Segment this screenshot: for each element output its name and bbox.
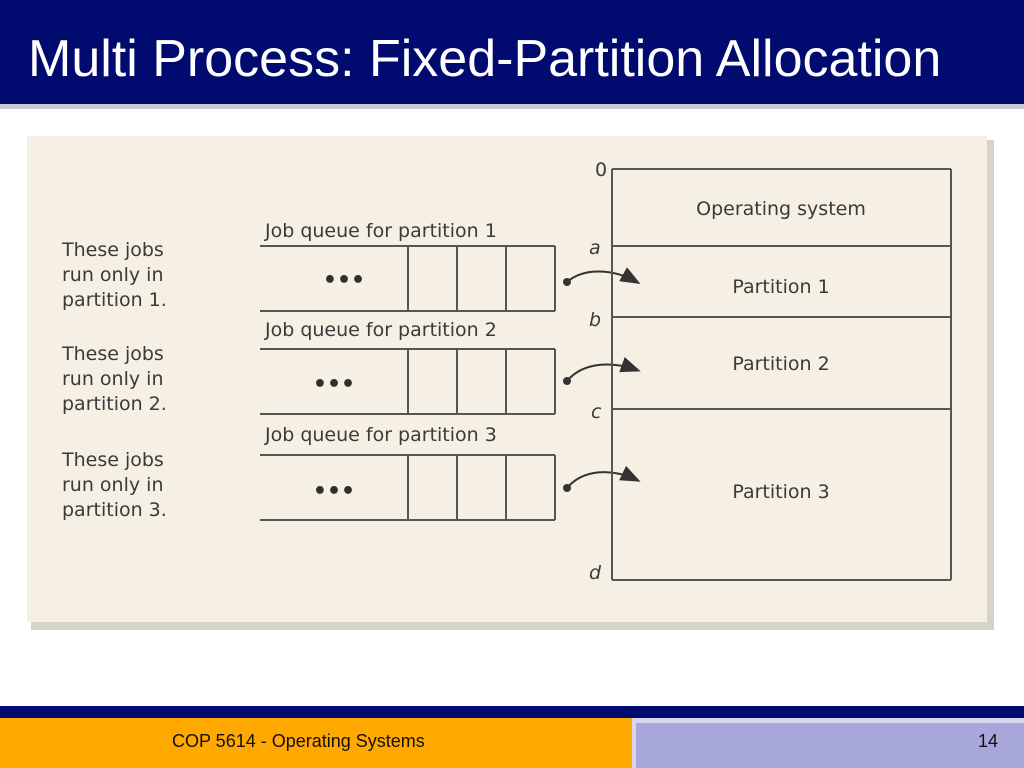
job-queue-1 xyxy=(260,245,556,312)
jobs-note-1-line-2: run only in xyxy=(62,264,164,286)
dispatch-arrow-1 xyxy=(563,267,641,286)
jobs-note-1-line-3: partition 1. xyxy=(62,289,167,311)
jobs-note-3-line-1: These jobs xyxy=(61,449,164,471)
jobs-note-2-line-3: partition 2. xyxy=(62,393,167,415)
footer-band xyxy=(0,706,1024,718)
slide-title: Multi Process: Fixed-Partition Allocatio… xyxy=(28,30,942,88)
address-b: b xyxy=(589,309,601,331)
queue-2-ellipsis: ••• xyxy=(313,372,355,397)
queue-1-label: Job queue for partition 1 xyxy=(264,220,497,242)
footer-left-panel xyxy=(0,718,632,768)
address-c: c xyxy=(591,401,602,423)
queue-3-ellipsis: ••• xyxy=(313,479,355,504)
job-queue-2 xyxy=(260,348,556,415)
jobs-note-3-line-2: run only in xyxy=(62,474,164,496)
queue-3-label: Job queue for partition 3 xyxy=(264,424,497,446)
jobs-note-3-line-3: partition 3. xyxy=(62,499,167,521)
address-a: a xyxy=(589,237,601,259)
region-partition-2: Partition 2 xyxy=(732,353,829,375)
title-bar: Multi Process: Fixed-Partition Allocatio… xyxy=(0,0,1024,104)
title-divider xyxy=(0,104,1024,109)
job-queue-3 xyxy=(260,454,556,521)
region-operating-system: Operating system xyxy=(696,198,866,220)
page-number: 14 xyxy=(977,731,998,751)
footer-course-title: COP 5614 - Operating Systems xyxy=(172,731,425,751)
address-d: d xyxy=(589,562,602,584)
dispatch-arrow-2 xyxy=(563,357,641,385)
memory-layout xyxy=(611,168,952,581)
queue-1-ellipsis: ••• xyxy=(323,268,365,293)
region-partition-3: Partition 3 xyxy=(732,481,829,503)
jobs-note-1-line-1: These jobs xyxy=(61,239,164,261)
footer-right-panel-inner xyxy=(636,723,1024,768)
queue-2-label: Job queue for partition 2 xyxy=(264,319,497,341)
region-partition-1: Partition 1 xyxy=(732,276,829,298)
jobs-note-2-line-2: run only in xyxy=(62,368,164,390)
dispatch-arrow-3 xyxy=(563,465,641,492)
diagram-canvas: These jobs run only in partition 1. Thes… xyxy=(61,159,952,584)
address-0: 0 xyxy=(595,159,607,181)
jobs-note-2-line-1: These jobs xyxy=(61,343,164,365)
partition-diagram: These jobs run only in partition 1. Thes… xyxy=(27,136,987,622)
